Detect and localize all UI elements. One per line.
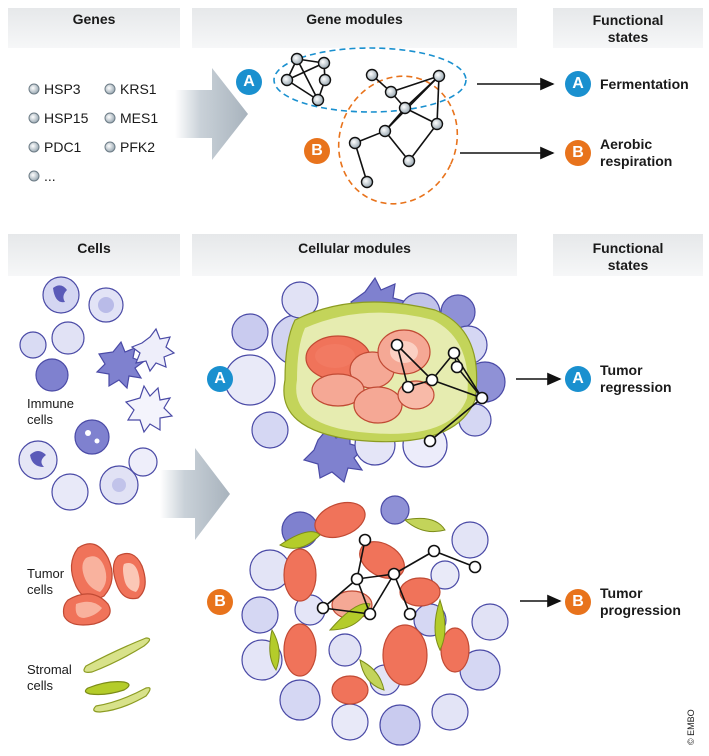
immune-cell-icon [128, 447, 158, 477]
stromal-cell-icon [84, 681, 130, 696]
state-tumor-regression: Tumor regression [600, 362, 672, 395]
gene-network-edges [286, 58, 440, 183]
gene-label: PFK2 [120, 139, 156, 155]
transition-arrow-top [175, 68, 248, 160]
state-fermentation: Fermentation [600, 76, 689, 92]
module-b-boundary [337, 75, 459, 205]
immune-cells-examples [18, 276, 176, 511]
gene-label: MES1 [120, 110, 159, 126]
cellular-module-a-nodes [390, 338, 489, 448]
state-aerobic-respiration: Aerobic respiration [600, 136, 673, 169]
functional-states-header-bottom: Functional states [553, 234, 703, 276]
label-immune-cells: Immune cells [27, 396, 74, 427]
gene-dot-icon [28, 170, 40, 182]
transition-arrow-bottom [160, 448, 230, 540]
gene-label: ... [44, 168, 56, 184]
gene-dot-icon [104, 141, 116, 153]
immune-cell-icon [124, 384, 174, 434]
progression-badge: B [565, 589, 591, 615]
gene-label: KRS1 [120, 81, 157, 97]
cellular-module-b-badge: B [207, 589, 233, 615]
cellular-modules-header: Cellular modules [192, 234, 517, 276]
stromal-cell-icon [93, 687, 151, 713]
regression-badge: A [565, 366, 591, 392]
module-a-badge: A [236, 69, 262, 95]
gene-dot-icon [104, 112, 116, 124]
immune-cell-icon [51, 321, 85, 355]
stromal-cells-examples [83, 637, 151, 713]
immune-cell-icon [51, 473, 89, 511]
immune-cell-icon [19, 331, 47, 359]
gene-dot-icon [28, 141, 40, 153]
tumor-cells-examples [62, 543, 146, 626]
cellular-module-b-cluster [241, 495, 509, 746]
state-a-badge: A [565, 71, 591, 97]
cells-header: Cells [8, 234, 180, 276]
module-a-boundary [273, 47, 467, 113]
cellular-module-b-nodes [316, 533, 482, 621]
functional-states-header-top: Functional states [553, 8, 703, 48]
gene-label: HSP15 [44, 110, 89, 126]
gene-dot-icon [104, 83, 116, 95]
label-tumor-cells: Tumor cells [27, 566, 65, 597]
immune-cell-icon [74, 419, 110, 455]
stromal-cell-icon [83, 637, 151, 673]
label-stromal-cells: Stromal cells [27, 662, 72, 693]
state-b-badge: B [565, 140, 591, 166]
gene-dot-icon [28, 112, 40, 124]
immune-cell-icon [95, 340, 145, 390]
state-tumor-progression: Tumor progression [600, 585, 681, 618]
cellular-module-a-badge: A [207, 366, 233, 392]
immune-cell-icon [35, 358, 69, 392]
gene-label: PDC1 [44, 139, 82, 155]
gene-dot-icon [28, 83, 40, 95]
immune-cell-icon [130, 327, 176, 373]
module-b-badge: B [304, 138, 330, 164]
gene-modules-header: Gene modules [192, 8, 517, 48]
genes-header: Genes [8, 8, 180, 48]
copyright-notice: © EMBO [686, 709, 696, 745]
gene-label: HSP3 [44, 81, 81, 97]
gene-network-nodes [280, 52, 446, 189]
cellular-module-a-cluster [224, 276, 506, 484]
gene-list-dots [28, 83, 116, 182]
